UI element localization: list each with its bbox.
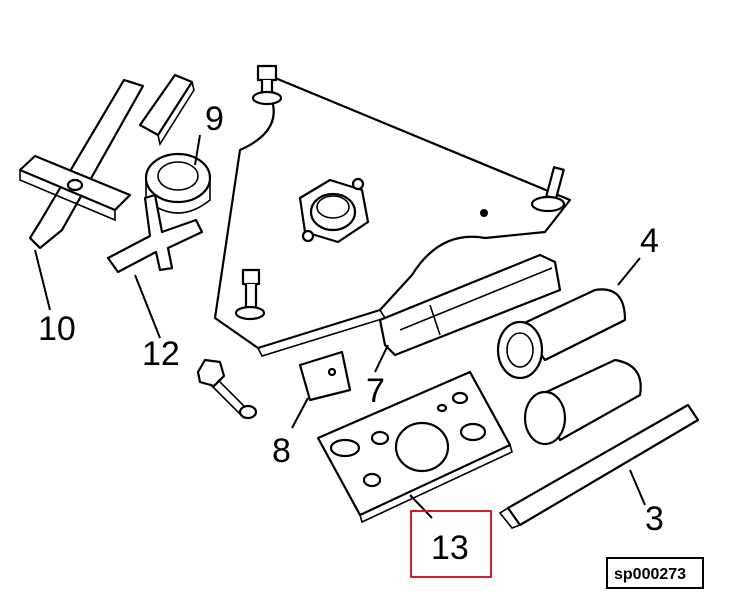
callout-8: 8 <box>272 432 291 470</box>
callout-7: 7 <box>366 372 385 410</box>
callout-4: 4 <box>640 222 659 260</box>
reference-code-box <box>606 557 704 589</box>
highlight-box <box>410 510 492 578</box>
long-rod <box>498 403 700 529</box>
reference-code: sp000273 <box>614 566 686 583</box>
small-bracket <box>298 350 352 402</box>
drilled-plate <box>316 370 513 524</box>
callout-3: 3 <box>645 500 664 538</box>
cross-wrench-tool <box>106 193 204 274</box>
triangular-fixture-plate <box>213 64 572 357</box>
collar-ring <box>144 152 212 214</box>
hex-bolt <box>196 358 258 420</box>
callout-10: 10 <box>38 310 76 348</box>
split-sleeve <box>378 253 562 357</box>
bushing-lower <box>523 358 642 446</box>
flat-bar-piece <box>138 73 195 147</box>
callout-13: 13 <box>431 529 469 567</box>
callout-12: 12 <box>142 335 180 373</box>
leader-lines <box>34 134 646 519</box>
bushing-upper <box>496 288 627 380</box>
t-handle-tool <box>18 78 145 250</box>
callout-9: 9 <box>205 100 224 138</box>
